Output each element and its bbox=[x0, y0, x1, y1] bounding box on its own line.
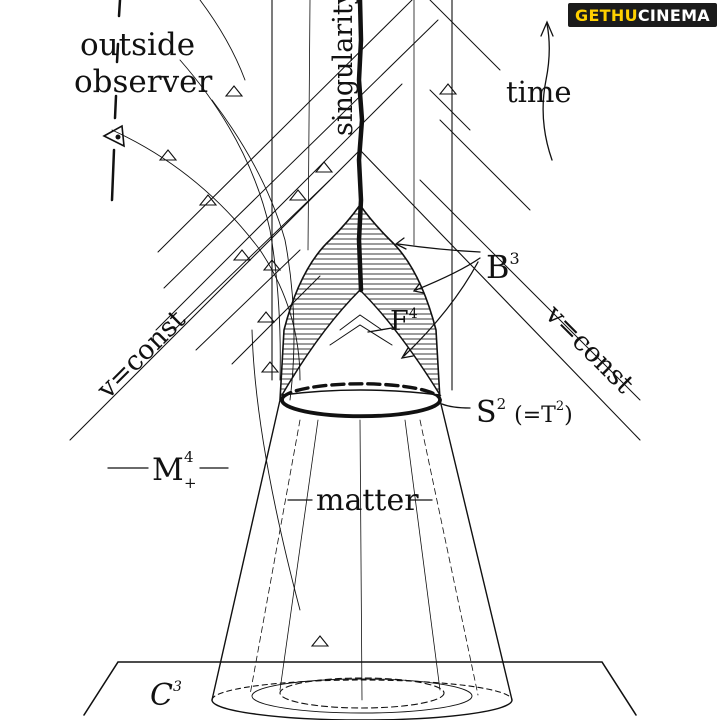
watermark-part1: GETHU bbox=[575, 5, 638, 25]
singularity-line bbox=[356, 0, 365, 293]
label-c3: C3 bbox=[150, 678, 182, 713]
label-v-const-left: v=const bbox=[90, 304, 191, 405]
label-v-const-right: v=const bbox=[538, 298, 639, 399]
label-matter: matter bbox=[316, 483, 419, 518]
horizon-ellipse-s2 bbox=[280, 382, 442, 419]
light-cone-markers bbox=[158, 83, 458, 647]
label-m4-sup: 4 bbox=[184, 448, 194, 466]
label-outside: outside bbox=[80, 27, 195, 63]
matter-cone bbox=[211, 399, 513, 720]
time-arrow bbox=[540, 20, 554, 161]
outgoing-light-curves bbox=[111, 0, 301, 401]
label-m4: M bbox=[152, 452, 184, 488]
label-m4-sub: + bbox=[184, 474, 197, 492]
label-s2-t2: S2(=T2) bbox=[476, 395, 573, 430]
label-b3: B3 bbox=[486, 248, 520, 286]
label-observer: observer bbox=[74, 64, 212, 100]
inner-cone-f4 bbox=[280, 288, 442, 396]
label-f4: F4 bbox=[390, 306, 418, 337]
watermark-part2: CINEMA bbox=[637, 5, 710, 25]
observer-worldline bbox=[110, 0, 122, 202]
null-lines bbox=[69, 0, 641, 441]
label-time: time bbox=[506, 75, 572, 109]
initial-surface-c3 bbox=[83, 661, 637, 716]
label-leaders bbox=[367, 237, 481, 409]
label-singularity: singularity bbox=[328, 0, 359, 136]
eye-icon bbox=[102, 124, 125, 148]
event-horizon-cylinder bbox=[251, 0, 453, 611]
